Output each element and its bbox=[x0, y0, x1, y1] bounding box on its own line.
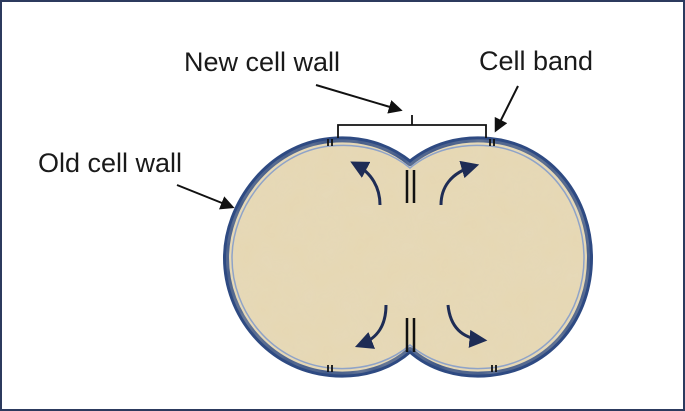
dividing-cell bbox=[226, 139, 590, 375]
label-old-cell-wall: Old cell wall bbox=[38, 148, 182, 178]
label-cell-band: Cell band bbox=[479, 46, 593, 76]
label-new-cell-wall: New cell wall bbox=[184, 47, 340, 77]
